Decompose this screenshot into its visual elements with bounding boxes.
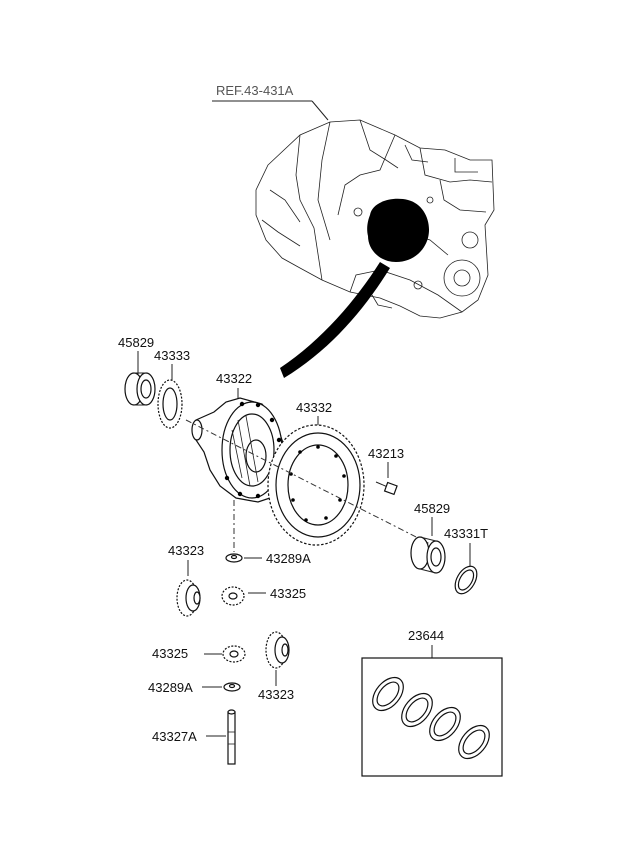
snap-ring-4 [458,724,490,760]
label-43331T: 43331T [444,526,488,541]
reference-label: REF.43-431A [216,83,294,98]
snap-ring-2 [401,692,433,728]
label-43322: 43322 [216,371,252,386]
label-43333: 43333 [154,348,190,363]
label-43327A: 43327A [152,729,197,744]
pinion-shaft-43327A: 43327A [152,709,236,765]
washer-43289A-top: 43289A [225,551,311,566]
side-gear-43323-top: 43323 [168,543,204,617]
washer-43289A-bottom: 43289A [148,680,241,695]
bearing-45829-top: 45829 [118,335,156,406]
assembly-axis-line [185,419,431,545]
label-45829-top: 45829 [118,335,154,350]
pinion-gear-43325-bottom: 43325 [152,645,246,663]
pinion-gear-43325-top: 43325 [221,586,306,606]
bearing-45829-right: 45829 [410,501,450,574]
label-43323-bottom: 43323 [258,687,294,702]
label-45829-right: 45829 [414,501,450,516]
label-43332: 43332 [296,400,332,415]
side-gear-43323-bottom: 43323 [258,631,294,702]
transmission-housing [255,119,495,378]
differential-case-43322: 43322 [191,371,285,503]
gear-43333: 43333 [154,348,190,429]
shim-43331T: 43331T [444,526,488,595]
location-pointer-band [280,262,390,378]
reference-callout: REF.43-431A [212,83,329,121]
label-43213: 43213 [368,446,404,461]
ring-gear-43332: 43332 [267,400,365,546]
label-43325-bottom: 43325 [152,646,188,661]
snap-ring-3 [429,706,461,742]
snap-ring-kit-23644: 23644 [361,628,503,777]
label-43289A-bottom: 43289A [148,680,193,695]
snap-ring-1 [372,676,404,712]
label-43323-top: 43323 [168,543,204,558]
label-43325-top: 43325 [270,586,306,601]
label-23644: 23644 [408,628,444,643]
label-43289A-top: 43289A [266,551,311,566]
bolt-43213: 43213 [368,446,404,496]
differential-location-highlight [367,198,430,262]
